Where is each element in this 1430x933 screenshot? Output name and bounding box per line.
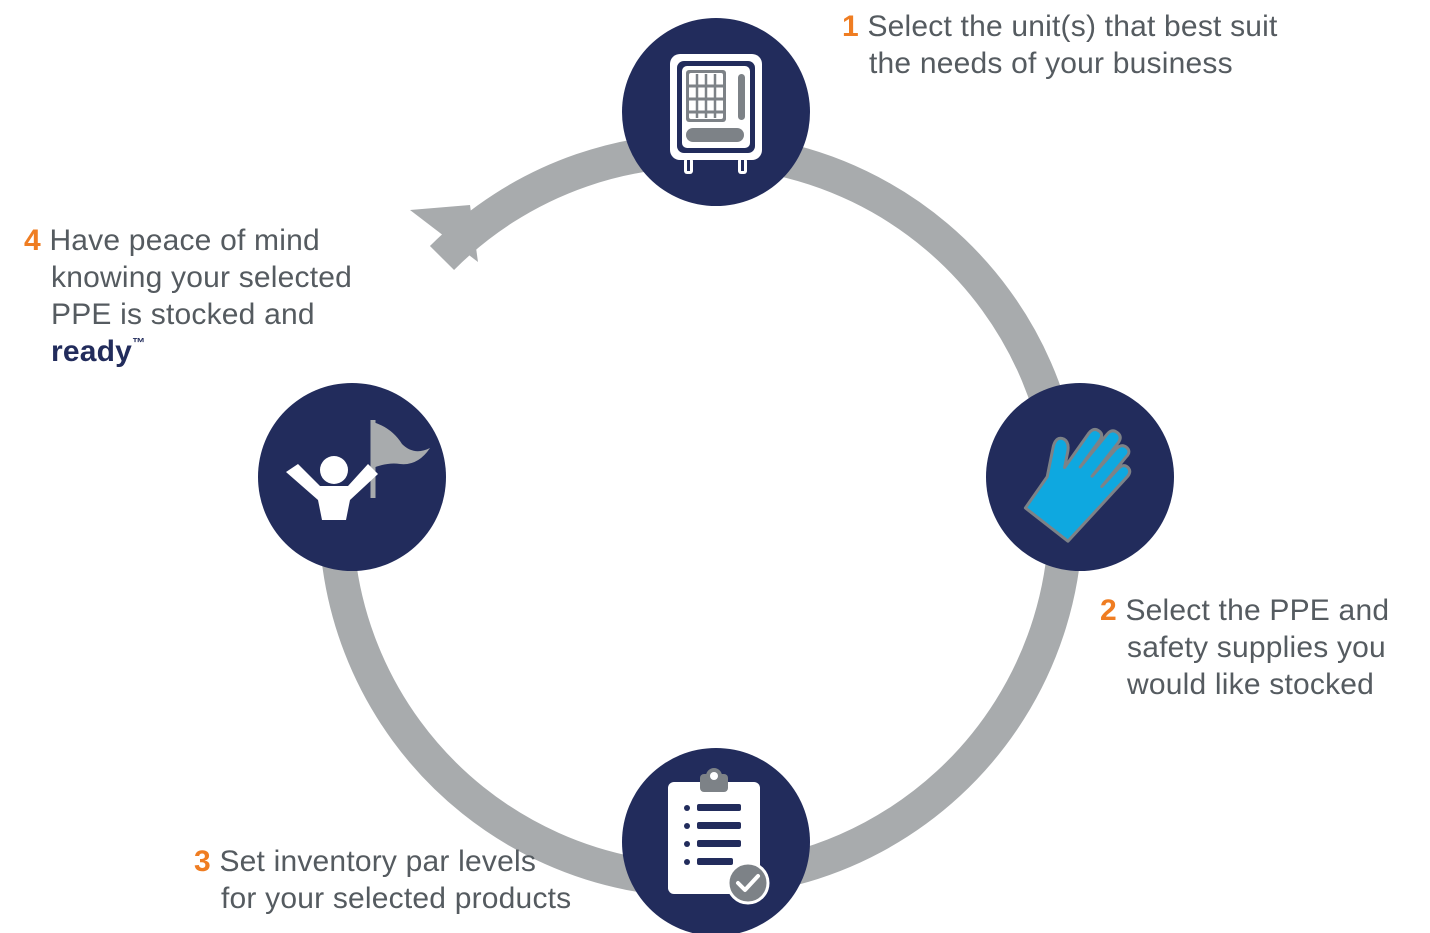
step-3-number: 3	[194, 845, 211, 878]
step-1-line-2: the needs of your business	[869, 47, 1233, 80]
person-with-flag-icon	[286, 420, 430, 520]
trademark-symbol: ™	[132, 335, 146, 350]
step-2-line-2: safety supplies you	[1127, 631, 1386, 664]
step-1-icon-circle	[622, 18, 810, 206]
step-2-line-3: would like stocked	[1127, 668, 1375, 701]
step-1-text: 1 Select the unit(s) that best suit the …	[842, 8, 1278, 82]
step-4-line-1: Have peace of mind	[49, 224, 320, 257]
ready-emphasis: ready	[51, 335, 133, 368]
step-2-number: 2	[1100, 594, 1117, 627]
step-4-line-2: knowing your selected	[51, 261, 353, 294]
step-1-number: 1	[842, 10, 859, 43]
clipboard-checklist-icon	[668, 768, 770, 905]
step-4-line-3: PPE is stocked and	[51, 298, 315, 331]
glove-icon	[1023, 427, 1132, 543]
step-2-icon-circle	[986, 383, 1174, 571]
step-4-icon-circle	[258, 383, 446, 571]
step-3-line-1: Set inventory par levels	[219, 845, 537, 878]
step-1-line-1: Select the unit(s) that best suit	[867, 10, 1278, 43]
step-2-line-1: Select the PPE and	[1125, 594, 1390, 627]
step-3-icon-circle	[622, 748, 810, 933]
step-2-text: 2 Select the PPE and safety supplies you…	[1100, 592, 1389, 703]
step-4-number: 4	[24, 224, 41, 257]
vending-machine-icon	[670, 54, 762, 174]
step-4-text: 4 Have peace of mind knowing your select…	[24, 222, 352, 370]
cycle-arrow-head	[410, 205, 478, 262]
step-3-text: 3 Set inventory par levels for your sele…	[194, 843, 571, 917]
step-3-line-2: for your selected products	[221, 882, 572, 915]
